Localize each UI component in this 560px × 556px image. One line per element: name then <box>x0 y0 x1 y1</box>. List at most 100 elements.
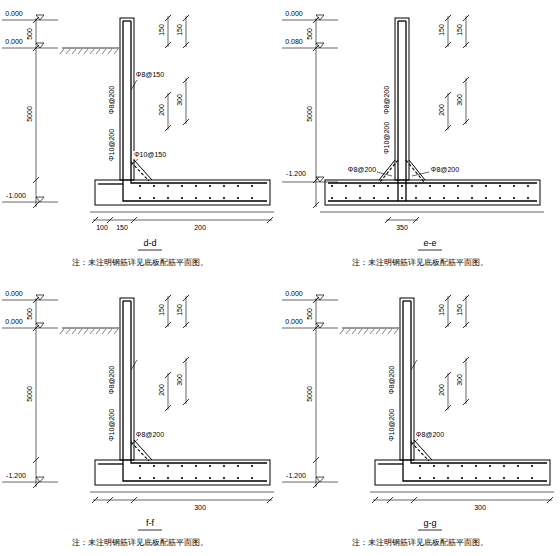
concrete-outline <box>325 180 540 205</box>
ground-line <box>62 328 119 329</box>
dimension-tick <box>445 125 451 131</box>
rebar-dot <box>471 185 473 187</box>
dimension-line <box>466 296 467 327</box>
dimension-tick <box>183 357 189 363</box>
elevation-line <box>2 48 58 49</box>
dimension-tick <box>413 217 419 223</box>
elevation-line <box>2 20 58 21</box>
dimension-tick <box>33 297 39 303</box>
dimension-tick <box>387 497 393 503</box>
concrete-outline <box>120 298 134 460</box>
section-title: f-f <box>145 518 155 528</box>
dimension-tick <box>183 119 189 125</box>
rebar-line <box>411 442 429 461</box>
dimension-tick <box>183 399 189 405</box>
dimension-line <box>36 298 37 487</box>
dimension-tick <box>313 457 319 463</box>
section-title: e-e <box>422 238 437 248</box>
dimension-tick <box>445 405 451 411</box>
concrete-outline <box>395 18 409 180</box>
rebar-dot <box>223 465 225 467</box>
rebar-dot <box>223 197 225 199</box>
rebar-dot <box>181 465 183 467</box>
section-title: g-g <box>422 518 437 528</box>
rebar-dot <box>139 465 141 467</box>
rebar-line <box>131 442 149 461</box>
ground-hatch <box>72 329 76 334</box>
ground-hatch <box>364 329 368 334</box>
dimension-label: Φ8@200 <box>383 85 391 115</box>
rebar-dot <box>359 185 361 187</box>
dimension-label: 0.000 <box>4 38 24 46</box>
dimension-label: Φ8@150 <box>135 71 165 79</box>
dimension-tick <box>463 399 469 405</box>
dimension-tick <box>33 45 39 51</box>
rebar-dot <box>139 185 141 187</box>
rebar-dot <box>499 185 501 187</box>
dimension-line <box>466 358 467 404</box>
rebar-line <box>131 21 267 183</box>
dimension-label: 0.000 <box>284 10 304 18</box>
dimension-label: Φ8@200 <box>388 365 396 395</box>
dimension-tick <box>33 482 39 488</box>
rebar-dot <box>251 477 253 479</box>
dimension-tick <box>463 77 469 83</box>
ground-hatch <box>102 49 106 54</box>
dimension-label: -1.200 <box>285 170 307 178</box>
ground-hatch <box>72 49 76 54</box>
rebar-line <box>98 463 123 464</box>
dimension-line <box>168 93 169 130</box>
rebar-dot <box>195 465 197 467</box>
concrete-outline <box>400 298 414 460</box>
rebar-dot <box>237 197 239 199</box>
dimension-tick <box>183 15 189 21</box>
dimension-label: Φ10@200 <box>388 408 396 442</box>
dimension-label: 150 <box>176 303 184 317</box>
dimension-tick <box>183 42 189 48</box>
dimension-tick <box>183 77 189 83</box>
rebar-dot <box>195 185 197 187</box>
blinding-line <box>370 492 554 493</box>
dimension-tick <box>183 322 189 328</box>
dimension-tick <box>313 325 319 331</box>
ground-hatch <box>108 49 112 54</box>
dimension-label: Φ10@200 <box>383 121 391 155</box>
wall-section <box>282 15 544 250</box>
dimension-tick <box>313 297 319 303</box>
blinding-line <box>90 492 274 493</box>
rebar-dot <box>167 477 169 479</box>
rebar-dot <box>531 465 533 467</box>
dimension-label: 150 <box>456 23 464 37</box>
dimension-label: 5000 <box>26 385 34 403</box>
dimension-label: 200 <box>193 224 207 232</box>
dimension-tick <box>445 92 451 98</box>
rebar-dot <box>345 185 347 187</box>
rebar-dot <box>153 185 155 187</box>
ground-hatch <box>84 329 88 334</box>
rebar-dot <box>401 185 403 187</box>
dimension-label: 0.000 <box>284 290 304 298</box>
rebar-dot <box>209 185 211 187</box>
dimension-line <box>316 298 317 487</box>
dimension-label: Φ10@200 <box>108 128 116 162</box>
rebar-dot <box>139 197 141 199</box>
dimension-tick <box>372 497 378 503</box>
ground-hatch <box>352 329 356 334</box>
dimension-label: -1.000 <box>5 192 27 200</box>
rebar-dot <box>195 197 197 199</box>
rebar-dot <box>223 185 225 187</box>
dimension-line <box>93 500 272 501</box>
dimension-tick <box>165 405 171 411</box>
dimension-label: 300 <box>193 504 207 512</box>
rebar-line <box>403 301 547 481</box>
ground-hatch <box>108 329 112 334</box>
dimension-tick <box>313 177 319 183</box>
rebar-line <box>398 20 406 21</box>
rebar-dot <box>513 185 515 187</box>
dimension-line <box>186 16 187 47</box>
rebar-dot <box>443 185 445 187</box>
rebar-dot <box>447 477 449 479</box>
rebar-dot <box>237 477 239 479</box>
dimension-tick <box>463 42 469 48</box>
